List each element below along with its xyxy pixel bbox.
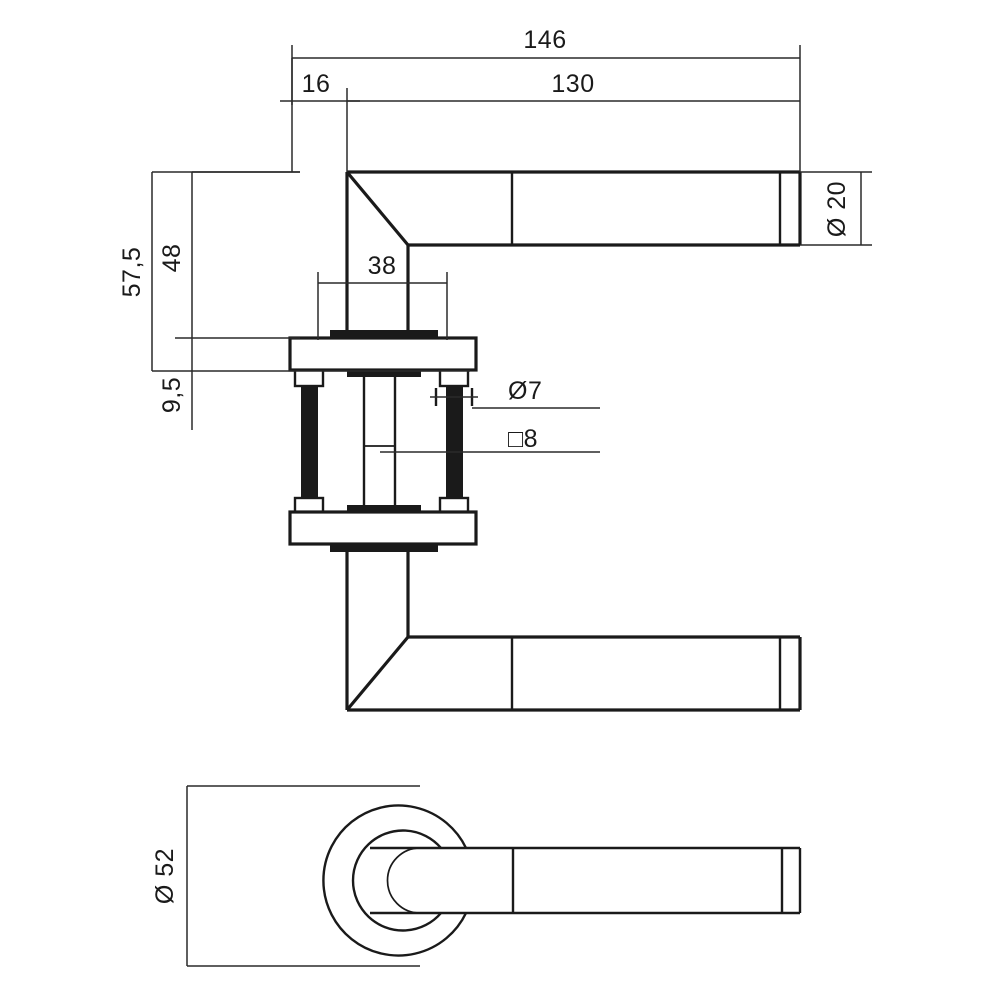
dimension-130-label: 130: [551, 70, 594, 98]
dimension-9-5-label: 9,5: [158, 377, 186, 413]
dimension-square-8: □8: [380, 425, 600, 453]
upper-rose-plate: [288, 330, 478, 377]
dimension-38-label: 38: [368, 252, 397, 280]
upper-lever-arm: [345, 170, 802, 330]
central-spindle: [362, 377, 397, 512]
dimension-square-8-label: □8: [508, 425, 538, 453]
dimension-38: 38: [317, 252, 448, 340]
dimension-16-label: 16: [302, 70, 331, 98]
dimension-130: 130: [347, 70, 800, 102]
upper-right-screw: [438, 368, 470, 516]
lower-rose-plate: [288, 505, 478, 552]
dimension-diameter-20-label: Ø 20: [823, 181, 851, 237]
dimension-diameter-7-label: Ø7: [508, 377, 542, 405]
dimension-9-5: 9,5: [158, 338, 193, 430]
upper-left-screw: [293, 368, 325, 516]
rose-inner-circle: [351, 829, 442, 932]
dimension-57-5-label: 57,5: [118, 247, 146, 298]
dimension-57-5: 57,5: [118, 171, 470, 372]
rose-neck-circle: [386, 847, 421, 914]
lower-lever-arm: [345, 552, 802, 712]
dimension-16: 16: [280, 58, 360, 172]
dimension-48-label: 48: [158, 244, 186, 273]
rose-outer-circle: [322, 804, 468, 957]
dimension-146: 146: [291, 26, 801, 172]
dimension-diameter-20: Ø 20: [800, 171, 872, 246]
dimension-48: 48: [158, 171, 300, 339]
dimension-146-label: 146: [523, 26, 566, 54]
dimension-diameter-52: Ø 52: [151, 785, 420, 967]
plan-view-rose-and-lever: [322, 804, 802, 957]
dimension-diameter-7: Ø7: [430, 377, 600, 409]
dimension-diameter-52-label: Ø 52: [151, 848, 179, 904]
